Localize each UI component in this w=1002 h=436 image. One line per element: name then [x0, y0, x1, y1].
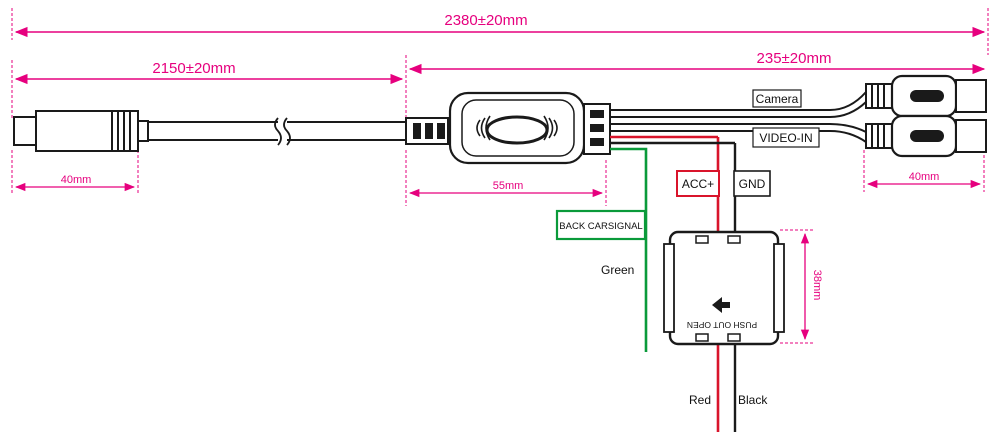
back-signal-label-box: BACK CARSIGNAL [555, 209, 647, 241]
branch-length-label: 235±20mm [757, 50, 832, 67]
camera-label: Camera [756, 92, 799, 106]
dimension-rca: 40mm [863, 150, 985, 192]
red-label: Red [689, 393, 711, 407]
module-body [448, 91, 586, 165]
rca-connector-camera [865, 74, 987, 118]
fuse-box: PUSH OUT OPEN [663, 230, 785, 346]
back-signal-label: BACK CARSIGNAL [559, 221, 642, 232]
module-left-collar [405, 117, 449, 145]
dimension-module: 55mm [405, 150, 607, 206]
camera-cable [610, 91, 867, 118]
left-plug [13, 110, 149, 152]
black-label: Black [738, 393, 768, 407]
video-in-label-box: VIDEO-IN [752, 127, 820, 148]
dimension-plug: 40mm [11, 140, 139, 195]
main-cable [148, 117, 406, 146]
camera-label-box: Camera [752, 89, 802, 108]
green-wire [610, 147, 648, 352]
gnd-label-box: GND [733, 170, 771, 197]
push-out-open-label: PUSH OUT OPEN [687, 320, 757, 330]
dimension-main-cable: 2150±20mm [11, 55, 407, 118]
arrow-icon [712, 297, 730, 313]
green-label: Green [601, 263, 634, 277]
fuse-box-height-label: 38mm [811, 270, 823, 301]
video-in-label: VIDEO-IN [759, 131, 812, 145]
overall-length-label: 2380±20mm [444, 12, 527, 29]
dimension-overall: 2380±20mm [11, 8, 989, 55]
module-right-collar [583, 103, 611, 155]
plug-grip-ribs [111, 110, 139, 152]
rca-length-label: 40mm [909, 171, 940, 183]
gnd-label: GND [739, 177, 766, 191]
acc-label: ACC+ [682, 177, 714, 191]
plug-length-label: 40mm [61, 174, 92, 186]
module-length-label: 55mm [493, 180, 524, 192]
rca-connector-video-in [865, 114, 987, 158]
main-cable-length-label: 2150±20mm [152, 60, 235, 77]
module-grip-left [476, 115, 491, 141]
dimension-fuse-box: 38mm [780, 229, 823, 344]
video-in-cable [610, 123, 867, 143]
acc-label-box: ACC+ [676, 170, 720, 197]
dimension-branch: 235±20mm [408, 50, 986, 75]
module-grip-right [543, 115, 558, 141]
